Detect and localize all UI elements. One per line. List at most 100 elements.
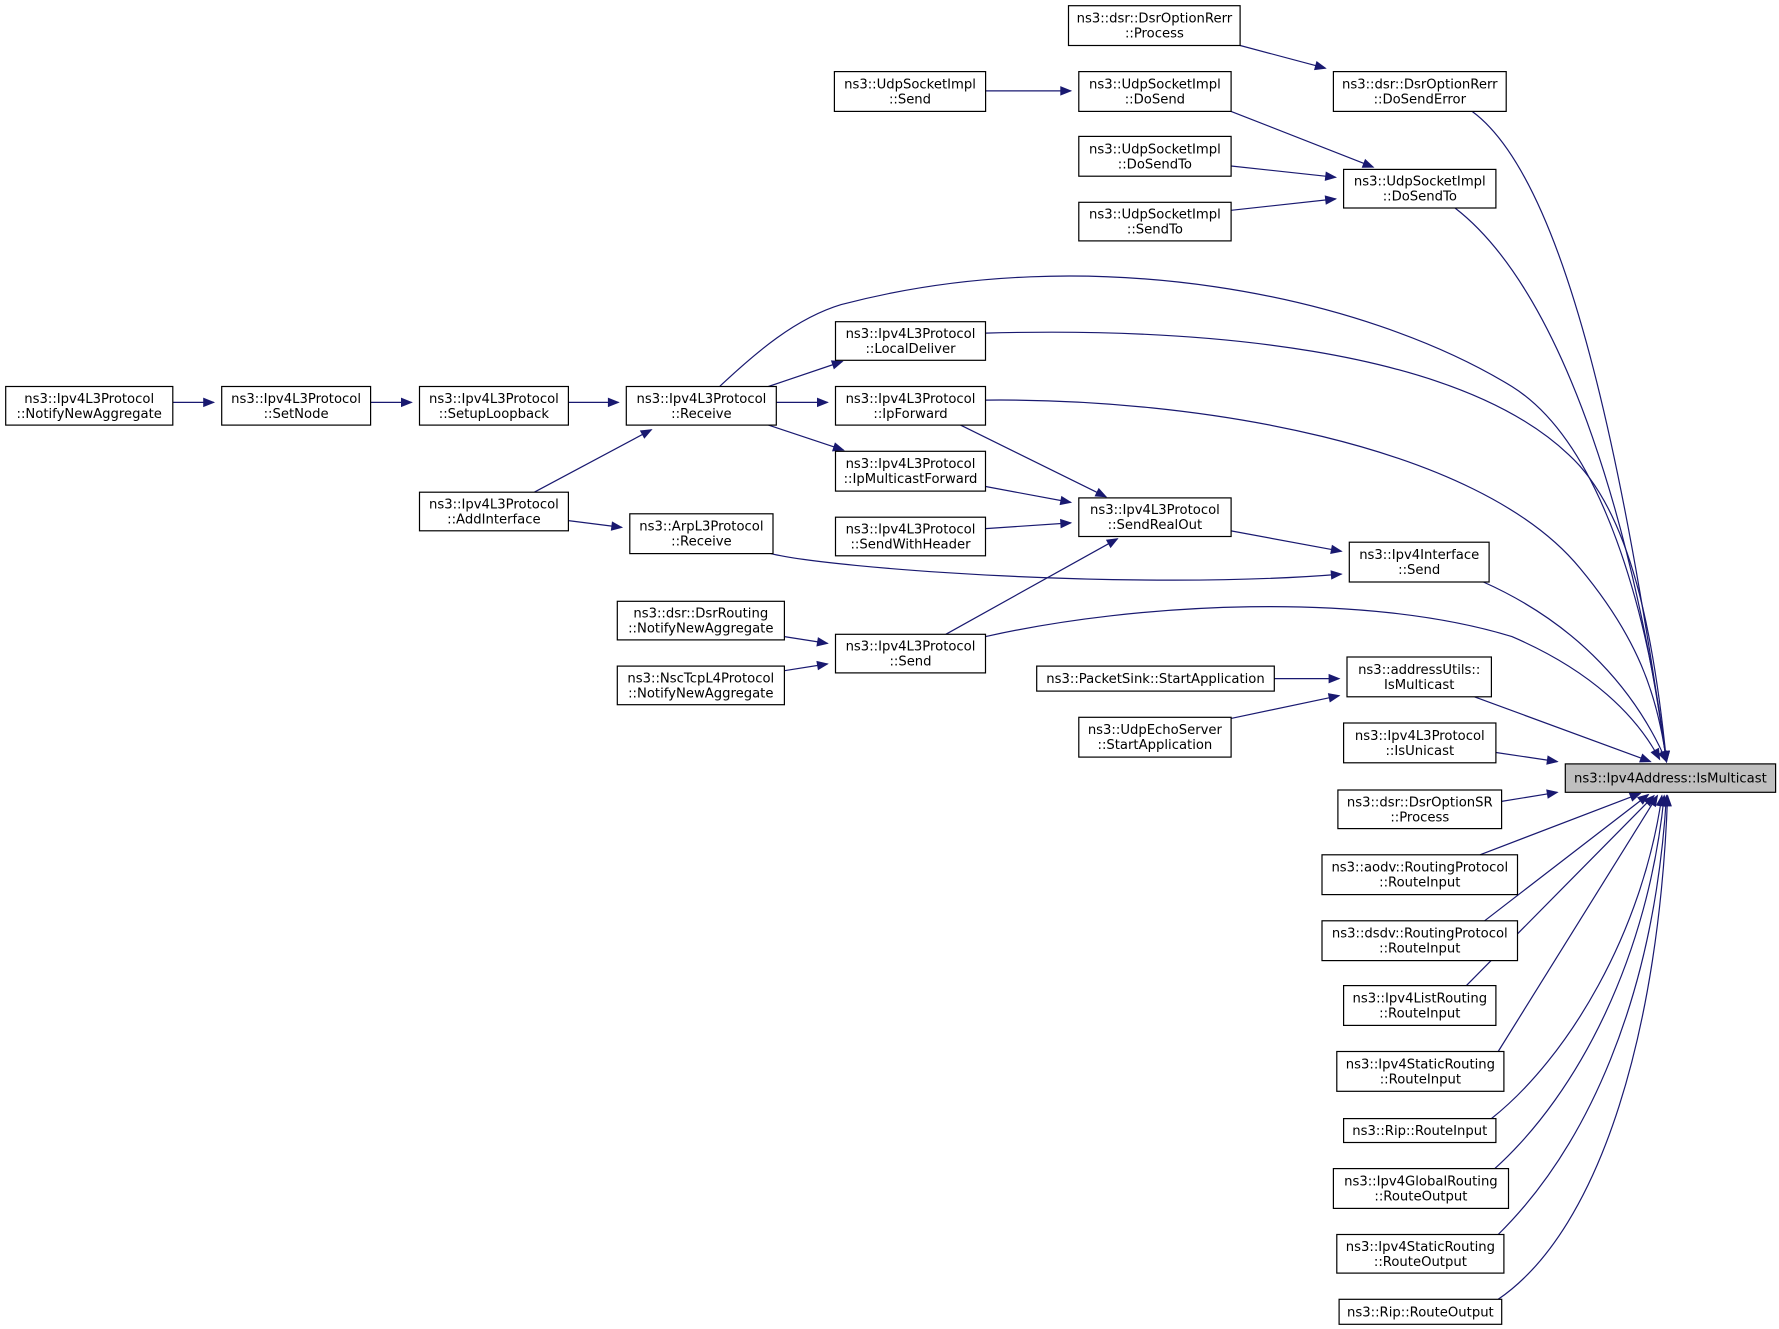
node-setupLoopback[interactable]: ns3::Ipv4L3Protocol::SetupLoopback bbox=[418, 385, 569, 426]
node-notifyNewAgg[interactable]: ns3::Ipv4L3Protocol::NotifyNewAggregate bbox=[5, 385, 174, 426]
node-ifaceSend[interactable]: ns3::Ipv4Interface::Send bbox=[1348, 541, 1490, 583]
node-box bbox=[1078, 70, 1232, 112]
node-dsdvRouteInput[interactable]: ns3::dsdv::RoutingProtocol::RouteInput bbox=[1321, 920, 1519, 962]
node-box bbox=[1067, 5, 1241, 47]
node-label-line: ::NotifyNewAggregate bbox=[628, 687, 773, 702]
arrowhead-icon bbox=[831, 442, 845, 452]
node-label-line: ns3::Ipv4L3Protocol bbox=[846, 457, 976, 472]
node-label-line: IsMulticast bbox=[1384, 678, 1454, 693]
node-label-line: ns3::Ipv4Interface bbox=[1359, 548, 1479, 563]
arrowhead-icon bbox=[1105, 538, 1119, 549]
node-box bbox=[834, 450, 987, 492]
node-udpDoSend[interactable]: ns3::UdpSocketImpl::DoSend bbox=[1078, 70, 1232, 112]
node-label-line: ::DoSendError bbox=[1374, 93, 1467, 108]
node-udpEchoStart[interactable]: ns3::UdpEchoServer::StartApplication bbox=[1078, 716, 1232, 758]
node-ipMulticastForward[interactable]: ns3::Ipv4L3Protocol::IpMulticastForward bbox=[834, 450, 987, 492]
arrowhead-icon bbox=[639, 429, 653, 439]
edge-staticRouteOutput-to-root bbox=[1497, 794, 1671, 1235]
node-packetSinkStart[interactable]: ns3::PacketSink::StartApplication bbox=[1036, 665, 1275, 692]
node-label-line: ::Receive bbox=[671, 407, 732, 422]
arrowhead-icon bbox=[1094, 487, 1108, 498]
edge-isUnicast-to-root bbox=[1495, 751, 1559, 765]
node-ipForward[interactable]: ns3::Ipv4L3Protocol::IpForward bbox=[834, 385, 987, 426]
node-box bbox=[1342, 984, 1497, 1026]
node-staticRouteOutput[interactable]: ns3::Ipv4StaticRouting::RouteOutput bbox=[1336, 1233, 1505, 1274]
node-sendWithHeader[interactable]: ns3::Ipv4L3Protocol::SendWithHeader bbox=[834, 516, 987, 557]
edge-line bbox=[1484, 794, 1649, 922]
node-label-line: ns3::Rip::RouteInput bbox=[1352, 1124, 1487, 1139]
edge-line bbox=[1494, 795, 1665, 1170]
node-label-line: ns3::Ipv4L3Protocol bbox=[846, 523, 976, 538]
node-label-line: ns3::Ipv4Address::IsMulticast bbox=[1574, 772, 1767, 787]
edge-line bbox=[1231, 198, 1336, 211]
node-aodvRouteInput[interactable]: ns3::aodv::RoutingProtocol::RouteInput bbox=[1321, 854, 1519, 896]
node-label-line: ns3::Ipv4L3Protocol bbox=[429, 498, 559, 513]
edge-line bbox=[770, 553, 1342, 581]
node-sendRealOut[interactable]: ns3::Ipv4L3Protocol::SendRealOut bbox=[1078, 497, 1232, 538]
node-label-line: ns3::aodv::RoutingProtocol bbox=[1331, 861, 1508, 876]
arrowhead-icon bbox=[1060, 518, 1073, 529]
node-globalRouteOutput[interactable]: ns3::Ipv4GlobalRouting::RouteOutput bbox=[1332, 1167, 1510, 1209]
node-staticRouteInput[interactable]: ns3::Ipv4StaticRouting::RouteInput bbox=[1336, 1050, 1505, 1092]
edge-line bbox=[1230, 695, 1340, 719]
node-dsrRerrProcess[interactable]: ns3::dsr::DsrOptionRerr::Process bbox=[1067, 5, 1241, 47]
edge-line bbox=[1483, 581, 1668, 762]
node-label-line: ::RouteInput bbox=[1380, 1072, 1461, 1087]
node-ripRouteOutput[interactable]: ns3::Rip::RouteOutput bbox=[1338, 1298, 1503, 1325]
node-arpReceive[interactable]: ns3::ArpL3Protocol::Receive bbox=[629, 513, 774, 555]
edge-ipv4Send-to-sendRealOut bbox=[945, 538, 1119, 635]
edge-line bbox=[1497, 795, 1669, 1300]
node-label-line: ::SendTo bbox=[1127, 223, 1183, 238]
node-root[interactable]: ns3::Ipv4Address::IsMulticast bbox=[1564, 763, 1777, 793]
node-addressUtilsIsMulticast[interactable]: ns3::addressUtils::IsMulticast bbox=[1346, 656, 1492, 698]
node-setNode[interactable]: ns3::Ipv4L3Protocol::SetNode bbox=[221, 385, 372, 426]
node-udpSendTo[interactable]: ns3::UdpSocketImpl::SendTo bbox=[1078, 201, 1232, 242]
node-label-line: ns3::Ipv4L3Protocol bbox=[846, 327, 976, 342]
edge-addInterface-to-arpReceive bbox=[568, 520, 624, 531]
edge-line bbox=[1240, 44, 1326, 69]
node-udpDoSendToA[interactable]: ns3::UdpSocketImpl::DoSendTo bbox=[1078, 135, 1232, 177]
node-label-line: ::Receive bbox=[671, 535, 732, 550]
node-nscNotify[interactable]: ns3::NscTcpL4Protocol::NotifyNewAggregat… bbox=[616, 665, 785, 706]
node-box bbox=[418, 491, 569, 532]
node-box bbox=[834, 516, 987, 557]
node-label-line: ::NotifyNewAggregate bbox=[628, 622, 773, 637]
node-udpSend[interactable]: ns3::UdpSocketImpl::Send bbox=[833, 70, 987, 112]
node-label-line: ns3::Ipv4L3Protocol bbox=[231, 392, 361, 407]
edge-dsrRerrDoSendError-to-root bbox=[1471, 110, 1670, 763]
node-box bbox=[1332, 70, 1507, 112]
node-ripRouteInput[interactable]: ns3::Rip::RouteInput bbox=[1342, 1117, 1497, 1144]
node-label-line: ::LocalDeliver bbox=[865, 342, 956, 357]
edge-addInterface-to-ipv4Receive bbox=[534, 429, 653, 493]
node-box bbox=[833, 70, 987, 112]
node-label-line: ns3::UdpSocketImpl bbox=[844, 78, 976, 93]
edge-arpReceive-to-ifaceSend bbox=[770, 553, 1343, 581]
node-label-line: ::RouteOutput bbox=[1374, 1255, 1467, 1270]
node-dsrSRProcess[interactable]: ns3::dsr::DsrOptionSR::Process bbox=[1337, 789, 1503, 830]
node-label-line: ns3::dsr::DsrOptionRerr bbox=[1077, 12, 1233, 27]
edge-ipv4Send-to-root bbox=[985, 606, 1661, 761]
node-box bbox=[1078, 201, 1232, 242]
arrowhead-icon bbox=[1361, 158, 1375, 168]
node-box bbox=[834, 385, 987, 426]
node-ipv4Send[interactable]: ns3::Ipv4L3Protocol::Send bbox=[834, 633, 987, 674]
node-dsrRerrDoSendError[interactable]: ns3::dsr::DsrOptionRerr::DoSendError bbox=[1332, 70, 1507, 112]
node-box bbox=[1348, 541, 1490, 583]
node-ipv4Receive[interactable]: ns3::Ipv4L3Protocol::Receive bbox=[625, 385, 777, 426]
edge-globalRouteOutput-to-root bbox=[1494, 794, 1668, 1170]
node-dsrRoutingNotify[interactable]: ns3::dsr::DsrRouting::NotifyNewAggregate bbox=[616, 600, 785, 641]
arrowhead-icon bbox=[1639, 753, 1652, 763]
node-label-line: ns3::dsdv::RoutingProtocol bbox=[1332, 927, 1508, 942]
node-localDeliver[interactable]: ns3::Ipv4L3Protocol::LocalDeliver bbox=[834, 321, 987, 361]
node-isUnicast[interactable]: ns3::Ipv4L3Protocol::IsUnicast bbox=[1342, 722, 1497, 764]
node-label-line: ns3::Ipv4L3Protocol bbox=[1355, 729, 1485, 744]
node-addInterface[interactable]: ns3::Ipv4L3Protocol::AddInterface bbox=[418, 491, 569, 532]
edge-ifaceSend-to-root bbox=[1483, 581, 1668, 763]
edge-line bbox=[1474, 696, 1651, 763]
node-box bbox=[1036, 665, 1275, 692]
node-udpDoSendToB[interactable]: ns3::UdpSocketImpl::DoSendTo bbox=[1342, 168, 1497, 209]
node-listRouteInput[interactable]: ns3::Ipv4ListRouting::RouteInput bbox=[1342, 984, 1497, 1026]
node-label-line: ::Send bbox=[889, 655, 931, 670]
edge-udpDoSendToA-to-udpDoSendToB bbox=[1231, 165, 1338, 181]
